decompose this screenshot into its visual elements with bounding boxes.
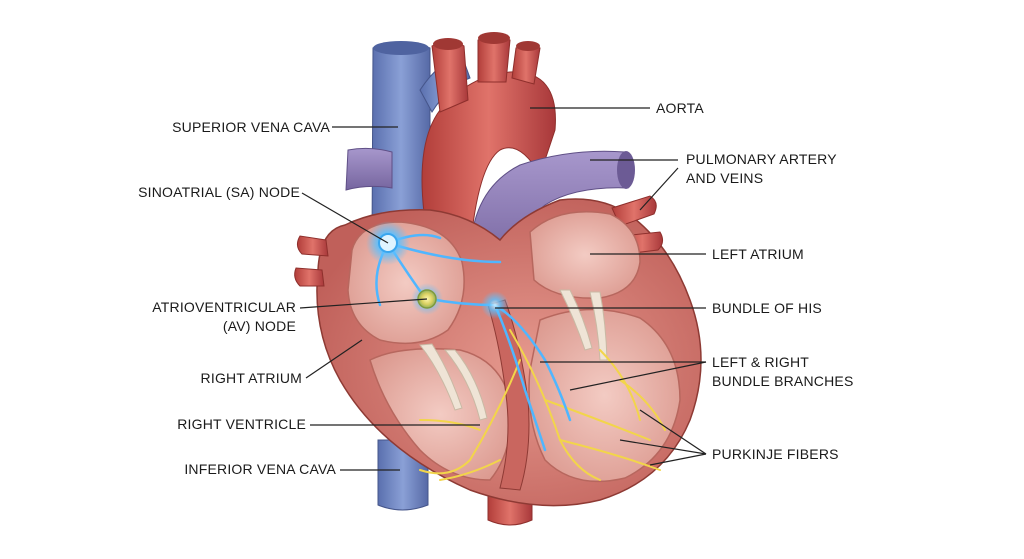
left-atrium-chamber	[529, 211, 641, 299]
purkinje-fibers	[419, 329, 666, 481]
label-aorta: AORTA	[656, 100, 704, 116]
interventricular-septum	[487, 299, 530, 491]
label-superior-vena-cava: SUPERIOR VENA CAVA	[172, 119, 330, 135]
label-av-node: ATRIOVENTRICULAR (AV) NODE	[152, 299, 296, 334]
label-bundle-of-his: BUNDLE OF HIS	[712, 300, 822, 316]
label-pulmonary-artery-and-veins: PULMONARY ARTERY AND VEINS	[686, 151, 837, 186]
valve-chordae	[419, 289, 608, 421]
label-left-atrium: LEFT ATRIUM	[712, 246, 804, 262]
aortic-arch	[421, 71, 556, 251]
bundle-of-his-glow	[481, 291, 509, 319]
label-bundle-branches: LEFT & RIGHT BUNDLE BRANCHES	[712, 354, 854, 389]
label-sa-node: SINOATRIAL (SA) NODE	[138, 184, 300, 200]
label-inferior-vena-cava: INFERIOR VENA CAVA	[184, 461, 336, 477]
leader-lines	[299, 107, 707, 471]
label-right-atrium: RIGHT ATRIUM	[200, 370, 302, 386]
label-purkinje-fibers: PURKINJE FIBERS	[712, 446, 839, 462]
label-right-ventricle: RIGHT VENTRICLE	[177, 416, 306, 432]
